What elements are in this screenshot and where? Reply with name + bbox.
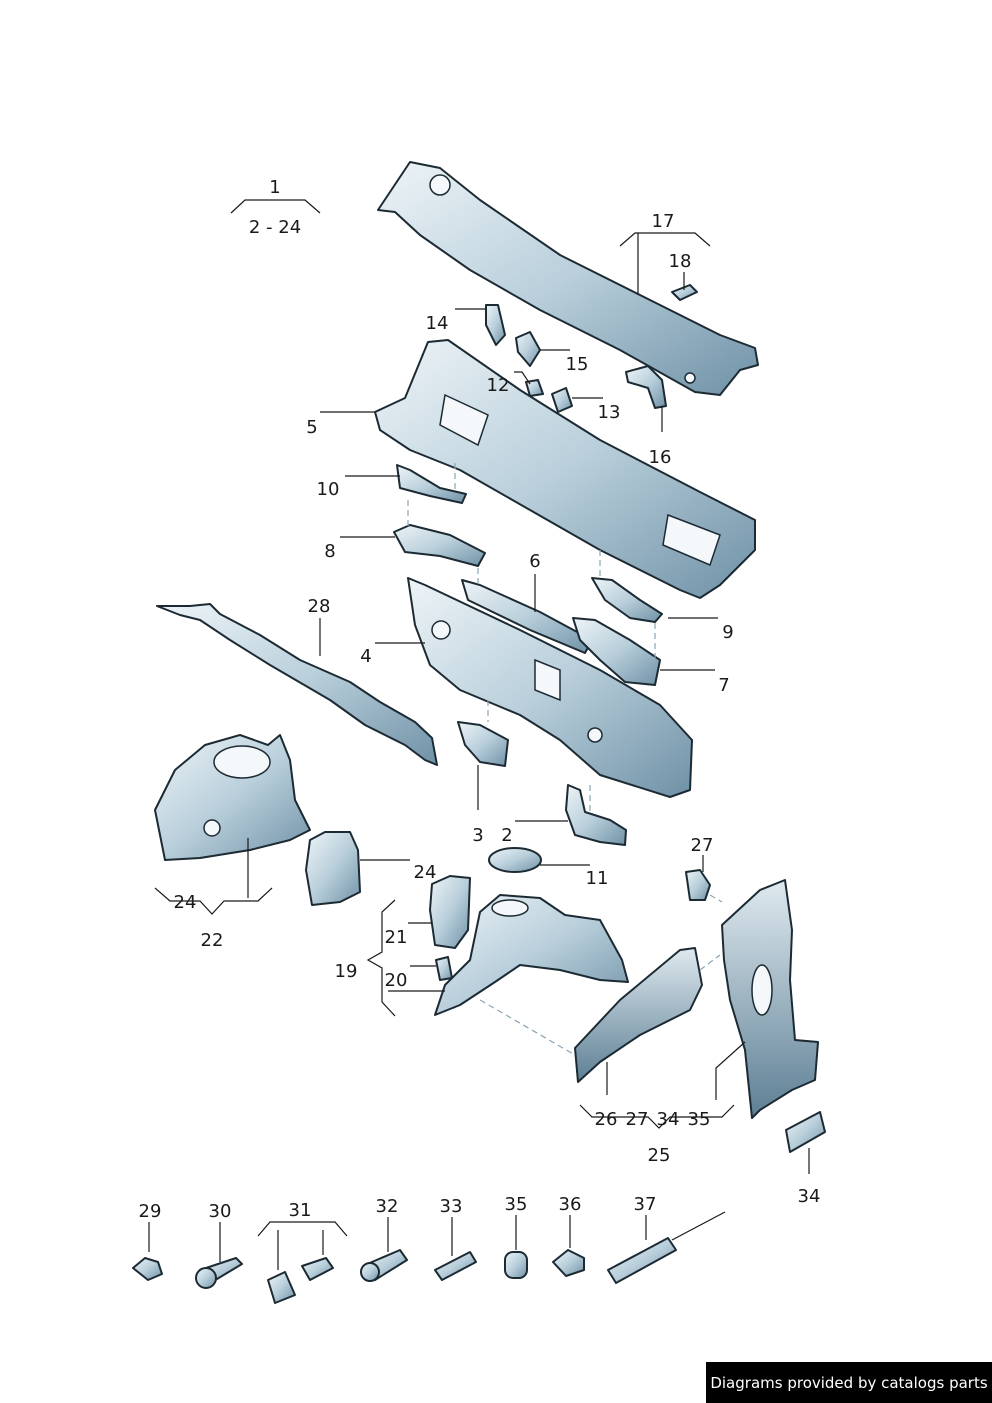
callout-32: 32 <box>375 1196 399 1217</box>
callout-20: 20 <box>384 970 408 991</box>
callout-24: 24 <box>413 862 437 883</box>
credit-banner: Diagrams provided by catalogs parts <box>706 1362 992 1403</box>
callout-19: 19 <box>334 961 358 982</box>
callout-27: 27 <box>690 835 714 856</box>
part-15-bracket <box>515 331 541 367</box>
part-9-bracket <box>591 577 663 623</box>
part-12-clip <box>525 379 544 397</box>
part-27-clip <box>685 869 711 901</box>
part-10-bracket <box>396 464 467 504</box>
callout-12: 12 <box>486 375 510 396</box>
callout-10: 10 <box>316 479 340 500</box>
part-33-clip <box>434 1251 477 1281</box>
part-11-mount <box>488 847 542 873</box>
part-35-spacer <box>504 1251 528 1279</box>
leader-lines <box>148 199 810 1270</box>
callout-5: 5 <box>306 417 318 438</box>
part-13-clip <box>551 387 573 413</box>
part-24-panel <box>305 831 361 906</box>
callout-13: 13 <box>597 402 621 423</box>
part-5-plenum-panel <box>374 339 756 599</box>
callout-4: 4 <box>360 646 372 667</box>
callout-34-group: 34 <box>656 1109 680 1130</box>
part-17-cowl-cover <box>377 161 759 396</box>
part-31-screw <box>301 1257 334 1281</box>
part-20-clip <box>435 956 453 981</box>
part-14-bracket <box>485 304 506 346</box>
callout-28: 28 <box>307 596 331 617</box>
callout-2: 2 <box>501 825 513 846</box>
callout-2-24: 2 - 24 <box>248 217 302 238</box>
part-22-wheel-housing-left <box>154 734 311 861</box>
callout-35-group: 35 <box>687 1109 711 1130</box>
callout-9: 9 <box>722 622 734 643</box>
callout-3: 3 <box>472 825 484 846</box>
callout-22: 22 <box>200 930 224 951</box>
callout-18: 18 <box>668 251 692 272</box>
callout-14: 14 <box>425 313 449 334</box>
callout-6: 6 <box>529 551 541 572</box>
callout-37: 37 <box>633 1194 657 1215</box>
callout-16: 16 <box>648 447 672 468</box>
callout-11: 11 <box>585 868 609 889</box>
part-31-plug <box>267 1271 296 1304</box>
callout-29: 29 <box>138 1201 162 1222</box>
callout-35: 35 <box>504 1194 528 1215</box>
callout-8: 8 <box>324 541 336 562</box>
callout-1: 1 <box>269 177 281 198</box>
part-26-reinforcement <box>574 947 703 1083</box>
part-2-bracket <box>565 784 627 846</box>
callout-31: 31 <box>288 1200 312 1221</box>
callout-26: 26 <box>594 1109 618 1130</box>
part-34-plate <box>785 1111 826 1153</box>
part-3-bracket <box>457 721 509 767</box>
part-19-wheel-housing-right <box>434 894 629 1016</box>
part-21-panel <box>429 875 471 949</box>
part-29-nut <box>132 1257 163 1281</box>
part-37-tool <box>607 1237 677 1284</box>
callout-21: 21 <box>384 927 408 948</box>
callout-33: 33 <box>439 1196 463 1217</box>
part-36-nut <box>552 1249 585 1277</box>
callout-24-left: 24 <box>173 892 197 913</box>
callout-27-group: 27 <box>625 1109 649 1130</box>
callout-30: 30 <box>208 1201 232 1222</box>
part-7-bracket <box>572 617 661 686</box>
callout-34: 34 <box>797 1186 821 1207</box>
callout-7: 7 <box>718 675 730 696</box>
callout-25: 25 <box>647 1145 671 1166</box>
callout-15: 15 <box>565 354 589 375</box>
callout-36: 36 <box>558 1194 582 1215</box>
part-28-crossmember <box>156 603 438 766</box>
part-8-bracket <box>393 524 486 567</box>
part-16-bracket <box>625 365 667 409</box>
callout-17: 17 <box>651 211 675 232</box>
